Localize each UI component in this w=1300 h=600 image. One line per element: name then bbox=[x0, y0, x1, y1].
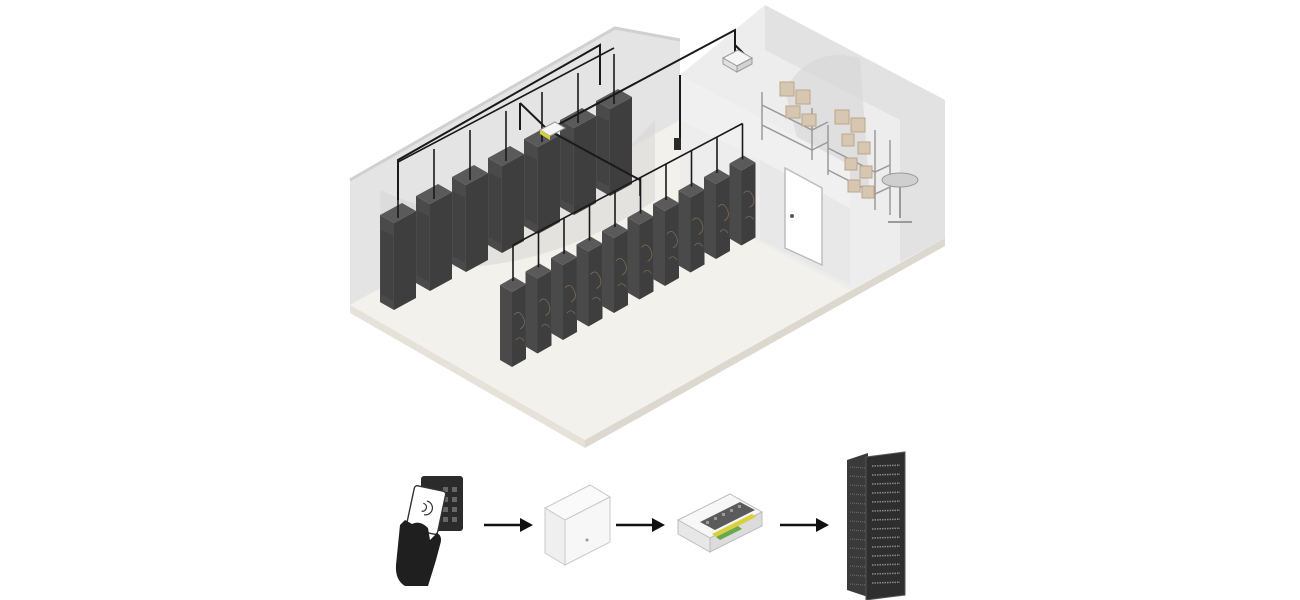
server-rack bbox=[704, 169, 730, 259]
server-rack bbox=[653, 196, 679, 286]
arrow-right-icon bbox=[484, 518, 533, 532]
controller-box-icon bbox=[543, 484, 612, 566]
storage-box bbox=[859, 165, 873, 179]
card-reader-icon bbox=[395, 476, 463, 586]
relay-module-icon bbox=[676, 493, 764, 553]
server-rack bbox=[596, 89, 632, 196]
server-rack bbox=[416, 184, 452, 291]
room-floor-edge-right bbox=[585, 238, 945, 448]
server-rack bbox=[452, 165, 488, 272]
door-handle-icon bbox=[790, 214, 794, 218]
server-rack bbox=[551, 250, 577, 340]
server-rack bbox=[524, 127, 560, 234]
wall-top-edge bbox=[349, 26, 681, 182]
storage-box bbox=[844, 157, 858, 171]
server-rack bbox=[500, 277, 526, 367]
storage-box bbox=[801, 113, 817, 127]
front-row-cables bbox=[512, 122, 744, 281]
cable-tray-relay-module bbox=[538, 121, 567, 140]
server-rack bbox=[525, 263, 552, 354]
storage-box bbox=[779, 81, 795, 97]
hand-icon bbox=[395, 520, 441, 586]
back-row-cables bbox=[397, 47, 615, 218]
storage-box bbox=[785, 105, 801, 119]
storeroom-door[interactable] bbox=[784, 166, 823, 267]
server-rack bbox=[678, 182, 705, 273]
ceiling-controller-unit bbox=[721, 49, 754, 73]
server-rack bbox=[488, 146, 524, 253]
server-rack bbox=[576, 236, 603, 327]
server-rack-icon bbox=[847, 451, 906, 600]
storage-box bbox=[834, 109, 850, 125]
server-rack bbox=[729, 155, 756, 246]
storage-box bbox=[847, 179, 861, 193]
server-rack bbox=[602, 223, 628, 313]
server-rack bbox=[560, 108, 596, 215]
access-flow bbox=[395, 451, 906, 600]
server-rack bbox=[627, 209, 654, 300]
storage-shelves bbox=[761, 81, 919, 223]
front-rack-row bbox=[500, 155, 756, 367]
wall-card-reader bbox=[674, 138, 681, 150]
arrow-right-icon bbox=[616, 518, 665, 532]
server-rack bbox=[380, 203, 416, 310]
storage-box bbox=[850, 117, 866, 133]
storage-box bbox=[795, 89, 811, 105]
rack-slots bbox=[849, 464, 901, 586]
room-floor-edge bbox=[350, 305, 585, 448]
round-table bbox=[881, 172, 919, 188]
arrow-right-icon bbox=[780, 518, 829, 532]
storage-box bbox=[861, 185, 875, 199]
storage-box bbox=[841, 133, 855, 147]
storage-box bbox=[857, 141, 871, 155]
server-room-illustration bbox=[349, 5, 945, 448]
